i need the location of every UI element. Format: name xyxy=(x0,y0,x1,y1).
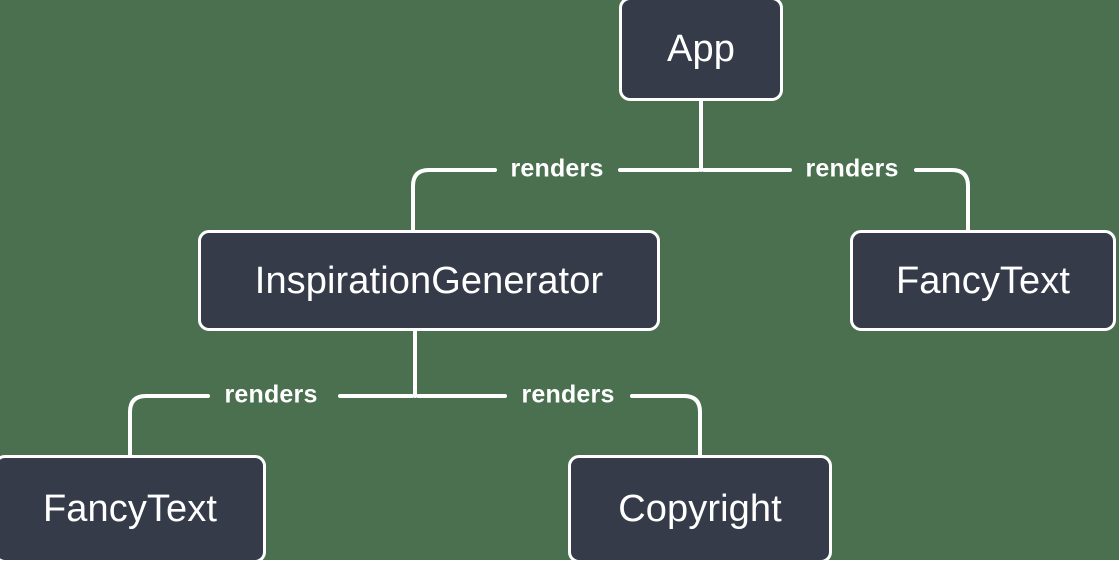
node-app-label: App xyxy=(667,28,735,70)
node-fancytext-bottom-label: FancyText xyxy=(42,488,218,530)
node-inspiration-generator-label: InspirationGenerator xyxy=(254,259,604,302)
edge-label-inspiration-generator-to-copyright: renders xyxy=(521,380,615,409)
node-fancytext-right[interactable]: FancyText xyxy=(850,230,1116,331)
node-copyright[interactable]: Copyright xyxy=(568,455,832,563)
edge-label-app-to-inspiration-generator: renders xyxy=(510,154,604,183)
node-app[interactable]: App xyxy=(619,0,783,101)
edge-app-to-inspiration-generator-right-segment xyxy=(411,168,497,232)
edge-label-app-to-fancytext-right: renders xyxy=(805,154,899,183)
edge-label-inspiration-generator-to-fancytext-bottom: renders xyxy=(224,380,318,409)
node-fancytext-bottom[interactable]: FancyText xyxy=(0,455,266,563)
node-copyright-label: Copyright xyxy=(618,488,782,530)
edge-app-to-fancytext-right-right-segment xyxy=(914,168,970,232)
node-fancytext-right-label: FancyText xyxy=(895,259,1071,302)
node-inspiration-generator[interactable]: InspirationGenerator xyxy=(198,230,660,331)
edge-ig-to-copyright-right-segment xyxy=(630,394,702,457)
edge-ig-to-fancytext-bottom-left-segment xyxy=(128,394,210,457)
